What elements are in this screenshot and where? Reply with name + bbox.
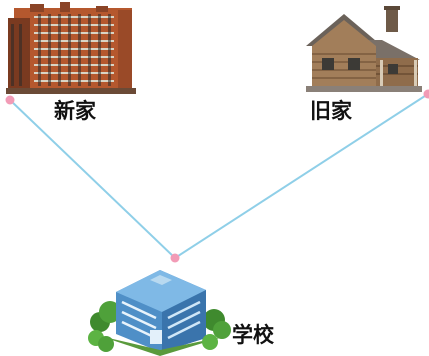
route-line-school-to-old-home — [174, 93, 429, 259]
new-home-building-icon — [6, 2, 136, 94]
school-building-icon — [88, 270, 231, 356]
school-point-marker — [170, 253, 180, 263]
route-lines — [9, 93, 429, 259]
school-label: 学校 — [232, 323, 275, 347]
old-home-label: 旧家 — [310, 99, 353, 123]
point-markers — [5, 89, 429, 263]
old-home-cabin-icon — [306, 6, 422, 92]
old-home-point-marker — [423, 89, 429, 99]
new-home-label: 新家 — [54, 99, 97, 123]
route-line-new-home-to-school — [9, 99, 176, 259]
new-home-point-marker — [5, 95, 15, 105]
